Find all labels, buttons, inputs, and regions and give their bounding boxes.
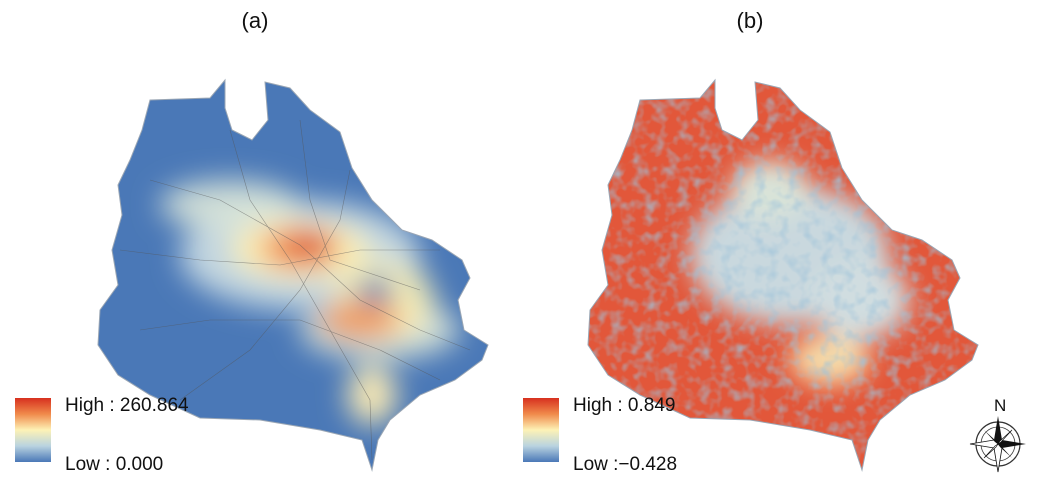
legend-high-b: High : 0.849 [573, 395, 676, 416]
legend-color-ramp-b [523, 398, 559, 462]
legend-high-a: High : 260.864 [65, 395, 189, 416]
density-surface-a [98, 80, 488, 470]
north-arrow-icon [969, 416, 1026, 473]
panel-label-b: (b) [736, 8, 764, 33]
north-label: N [994, 396, 1007, 415]
legend-color-ramp-a [15, 398, 51, 462]
coefficient-map-b [587, 79, 979, 471]
legend-low-a: Low : 0.000 [65, 454, 164, 475]
legend-low-b: Low :−0.428 [573, 454, 678, 475]
panel-label-a: (a) [241, 8, 269, 33]
density-map-a [97, 79, 489, 471]
